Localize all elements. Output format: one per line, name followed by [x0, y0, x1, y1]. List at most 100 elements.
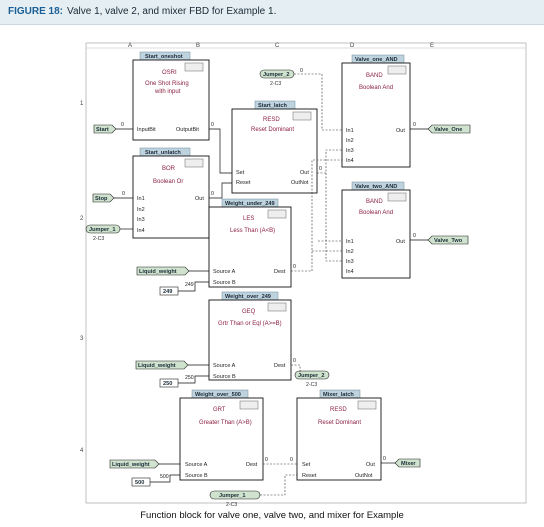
svg-text:249: 249 — [163, 289, 172, 295]
tag-jumper1-out[interactable]: Jumper_1 2-C3 — [209, 490, 261, 508]
svg-text:In1: In1 — [346, 239, 354, 245]
figure-caption: Function block for valve one, valve two,… — [140, 510, 404, 521]
svg-text:Jumper_2: Jumper_2 — [263, 72, 289, 78]
svg-text:0: 0 — [290, 457, 293, 463]
svg-text:0: 0 — [293, 358, 296, 364]
svg-text:Start: Start — [96, 127, 109, 133]
block-weight-under-249[interactable]: Weight_under_249 LES Less Than (A<B) Sou… — [208, 198, 292, 288]
block-desc: Reset Dominant — [318, 420, 361, 426]
const-249[interactable]: 249 249 — [159, 282, 194, 296]
svg-text:OutNot: OutNot — [355, 473, 373, 479]
svg-text:0: 0 — [413, 122, 416, 128]
block-start-latch[interactable]: Start_latch RESD Reset Dominant Set Rese… — [231, 100, 318, 194]
row-label-4: 4 — [80, 448, 84, 454]
pin-values: 0 0 0 0 0 0 0 0 0 0 0 0 0 — [121, 68, 416, 463]
tag-jumper2-out[interactable]: Jumper_2 2-C3 — [294, 370, 330, 388]
block-desc: Boolean Or — [153, 179, 183, 185]
svg-text:2-C3: 2-C3 — [226, 502, 237, 508]
svg-text:0: 0 — [383, 456, 386, 462]
svg-text:2-C3: 2-C3 — [93, 236, 104, 242]
block-weight-over-249[interactable]: Weight_over_249 GEQ Grtr Than or Eql (A>… — [208, 291, 292, 381]
svg-text:Dest: Dest — [246, 462, 258, 468]
block-desc: Grtr Than or Eql (A>=B) — [218, 321, 282, 327]
block-start-oneshot[interactable]: Start_oneshot OSRI One Shot Rising with … — [132, 51, 210, 141]
block-name: Start_oneshot — [145, 54, 183, 60]
svg-text:Valve_One: Valve_One — [434, 127, 462, 133]
block-desc: Less Than (A<B) — [230, 228, 275, 234]
block-start-unlatch[interactable]: Start_unlatch BOR Boolean Or In1 In2 In3… — [132, 147, 210, 239]
svg-text:0: 0 — [319, 166, 322, 172]
svg-text:0: 0 — [293, 264, 296, 270]
svg-text:Dest: Dest — [274, 363, 286, 369]
block-name: Mixer_latch — [323, 392, 354, 398]
svg-text:In4: In4 — [137, 228, 145, 234]
col-label-e: E — [430, 43, 434, 49]
tag-jumper2-in[interactable]: Jumper_2 2-C3 — [259, 69, 295, 87]
svg-text:Out: Out — [300, 170, 309, 176]
block-type: BAND — [366, 73, 383, 79]
svg-text:Mixer: Mixer — [401, 461, 416, 467]
tag-valve-two[interactable]: Valve_Two — [427, 235, 469, 245]
tag-jumper1-in[interactable]: Jumper_1 2-C3 — [85, 224, 121, 242]
svg-text:250: 250 — [163, 381, 172, 387]
block-desc: Greater Than (A>B) — [199, 420, 252, 426]
tag-stop[interactable]: Stop — [92, 193, 115, 203]
block-type: BAND — [366, 199, 383, 205]
row-label-3: 3 — [80, 336, 84, 342]
block-name: Weight_over_249 — [225, 294, 271, 300]
svg-text:In1: In1 — [346, 128, 354, 134]
svg-text:One Shot Rising: One Shot Rising — [145, 81, 189, 87]
figure-header: FIGURE 18:Valve 1, valve 2, and mixer FB… — [0, 0, 544, 25]
svg-text:In2: In2 — [346, 249, 354, 255]
block-type: RESD — [330, 407, 347, 413]
svg-text:Liquid_weight: Liquid_weight — [112, 462, 150, 468]
block-weight-over-500[interactable]: Weight_over_500 GRT Greater Than (A>B) S… — [179, 389, 264, 481]
svg-text:Liquid_weight: Liquid_weight — [138, 363, 176, 369]
tag-start[interactable]: Start — [93, 124, 117, 134]
svg-text:Set: Set — [236, 170, 245, 176]
svg-text:Source A: Source A — [185, 462, 208, 468]
grid-frame — [85, 42, 527, 504]
svg-text:0: 0 — [300, 68, 303, 74]
tag-liquid-weight-1[interactable]: Liquid_weight — [136, 266, 190, 276]
svg-text:Valve_Two: Valve_Two — [434, 238, 463, 244]
col-label-c: C — [275, 43, 280, 49]
svg-text:Reset: Reset — [236, 180, 251, 186]
svg-text:In4: In4 — [346, 269, 354, 275]
block-mixer-latch[interactable]: Mixer_latch RESD Reset Dominant Set Rese… — [296, 389, 382, 481]
block-name: Weight_under_249 — [225, 201, 275, 207]
tag-liquid-weight-3[interactable]: Liquid_weight — [109, 459, 160, 469]
const-250[interactable]: 250 250 — [159, 375, 194, 388]
const-500[interactable]: 500 500 — [131, 474, 169, 487]
wires — [114, 73, 428, 496]
svg-text:Jumper_1: Jumper_1 — [219, 493, 245, 499]
svg-text:0: 0 — [211, 191, 214, 197]
block-name: Start_latch — [258, 103, 287, 109]
figure-title: FIGURE 18:Valve 1, valve 2, and mixer FB… — [8, 6, 276, 17]
block-desc: Boolean And — [359, 210, 393, 216]
block-type: RESD — [263, 117, 280, 123]
block-name: Weight_over_500 — [195, 392, 241, 398]
svg-text:Source A: Source A — [213, 363, 236, 369]
svg-text:500: 500 — [135, 480, 144, 486]
svg-text:Source A: Source A — [213, 269, 236, 275]
svg-text:In4: In4 — [346, 158, 354, 164]
block-type: LES — [243, 216, 254, 222]
block-desc: Reset Dominant — [251, 127, 294, 133]
tag-mixer[interactable]: Mixer — [394, 458, 421, 468]
row-label-1: 1 — [80, 101, 84, 107]
block-type: OSRI — [162, 70, 177, 76]
block-valve-two-and[interactable]: Valve_two_AND BAND Boolean And In1 In2 I… — [341, 181, 411, 279]
svg-text:Out: Out — [195, 196, 204, 202]
block-name: Start_unlatch — [145, 150, 181, 156]
block-valve-one-and[interactable]: Valve_one_AND BAND Boolean And In1 In2 I… — [341, 54, 411, 168]
svg-text:Stop: Stop — [95, 196, 108, 202]
tag-liquid-weight-2[interactable]: Liquid_weight — [135, 360, 189, 370]
svg-text:Reset: Reset — [302, 473, 317, 479]
svg-text:Liquid_weight: Liquid_weight — [139, 269, 177, 275]
tag-valve-one[interactable]: Valve_One — [427, 124, 471, 134]
block-desc: Boolean And — [359, 85, 393, 91]
svg-text:In2: In2 — [137, 207, 145, 213]
svg-text:Out: Out — [396, 128, 405, 134]
